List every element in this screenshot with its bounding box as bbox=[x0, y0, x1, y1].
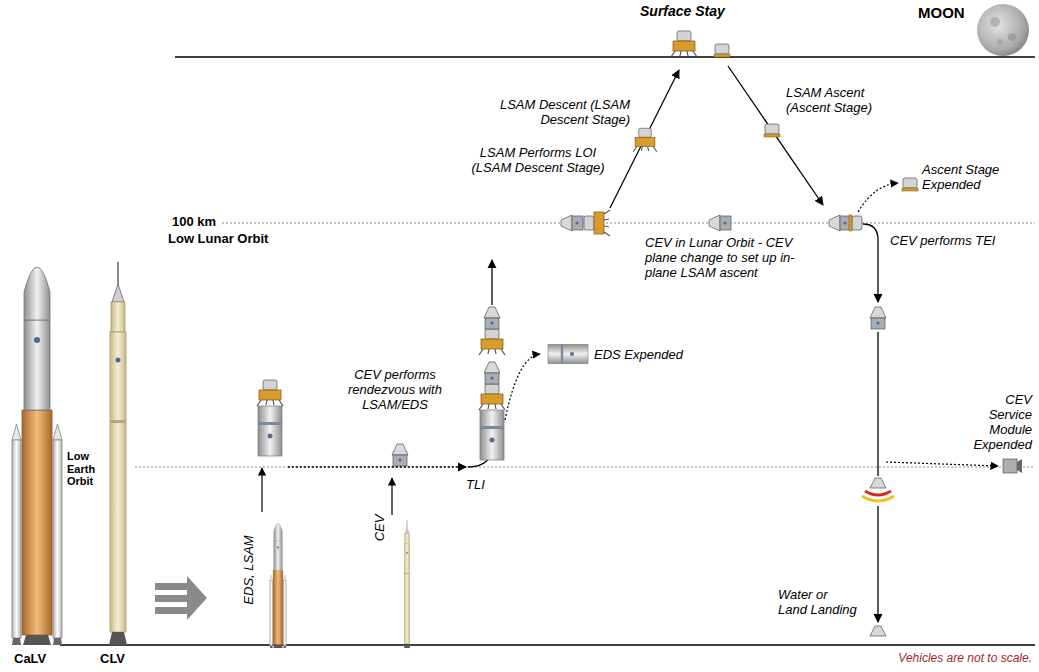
launch-arrow bbox=[262, 468, 263, 512]
cev-icon bbox=[392, 444, 408, 466]
block-arrow bbox=[187, 576, 207, 620]
calv-rocket bbox=[12, 267, 62, 645]
moon-icon bbox=[997, 39, 1003, 45]
phase-label: LSAM Performs LOI (LSAM Descent Stage) bbox=[468, 146, 608, 176]
trajectory-arrow bbox=[863, 224, 878, 302]
lunar-orbit-line bbox=[222, 223, 1035, 224]
expended-arrow bbox=[505, 354, 540, 420]
expended-arrow bbox=[858, 183, 898, 212]
trajectory-arrow bbox=[610, 70, 679, 208]
expended-arrow bbox=[505, 354, 540, 420]
trajectory-arrow bbox=[877, 506, 878, 622]
trajectory-arrow bbox=[863, 224, 878, 302]
orbit-name: Low Lunar Orbit bbox=[168, 232, 268, 247]
phase-label: LSAM Descent (LSAM Descent Stage) bbox=[490, 98, 630, 128]
ascent-stage-icon bbox=[714, 44, 730, 57]
calv-rocket-small bbox=[270, 523, 287, 648]
clv-rocket-small bbox=[404, 520, 410, 648]
event-label: Water or Land Landing bbox=[778, 588, 860, 618]
ground-line bbox=[60, 644, 1035, 645]
trajectory-arrow bbox=[491, 260, 492, 305]
phase-label: LSAM Ascent (Ascent Stage) bbox=[786, 86, 886, 116]
lsam-icon bbox=[584, 210, 610, 236]
service-module-icon bbox=[1003, 459, 1017, 473]
place-label: Surface Stay bbox=[640, 3, 725, 19]
body-label: MOON bbox=[918, 4, 965, 21]
event-label: EDS Expended bbox=[594, 348, 683, 363]
block-arrow bbox=[155, 583, 187, 590]
lsam-icon bbox=[257, 380, 283, 406]
maneuver-label: TLI bbox=[466, 478, 485, 493]
vehicle-name: CaLV bbox=[14, 652, 46, 667]
trajectory-line bbox=[877, 332, 878, 476]
ascent-stage-icon bbox=[764, 124, 780, 137]
expended-arrow bbox=[858, 183, 898, 212]
moon-surface-line bbox=[175, 56, 1035, 57]
moon-icon bbox=[977, 4, 1029, 56]
lsam-icon bbox=[633, 128, 656, 151]
phase-label: CEV in Lunar Orbit - CEV plane change to… bbox=[645, 236, 795, 281]
landing-capsule bbox=[870, 626, 886, 636]
rendezvous-path bbox=[288, 445, 492, 467]
moon-icon bbox=[1008, 33, 1016, 41]
reentry-capsule bbox=[865, 491, 891, 495]
expended-arrow bbox=[886, 462, 998, 466]
trajectory-arrow bbox=[610, 70, 679, 208]
phase-label: CEV performs TEI bbox=[890, 234, 995, 249]
cev-icon bbox=[561, 215, 583, 231]
reentry-capsule bbox=[870, 478, 886, 488]
note: Vehicles are not to scale. bbox=[862, 652, 1032, 666]
trajectory-arrow bbox=[878, 506, 879, 622]
launch-arrow bbox=[391, 478, 392, 515]
lsam-icon bbox=[479, 329, 505, 355]
launch-label: CEV bbox=[373, 515, 388, 542]
service-module-icon bbox=[1003, 459, 1022, 473]
ground-line bbox=[60, 645, 1035, 646]
block-arrow bbox=[155, 576, 207, 620]
event-label: Ascent Stage Expended bbox=[922, 163, 1017, 193]
launch-arrow bbox=[261, 468, 262, 512]
eds-icon bbox=[480, 410, 504, 460]
moon-icon bbox=[990, 17, 1000, 27]
cev-icon bbox=[709, 215, 731, 231]
eds-icon bbox=[548, 344, 588, 363]
block-arrow bbox=[155, 607, 187, 614]
lunar-orbit-line bbox=[222, 222, 1035, 223]
landing-capsule bbox=[870, 626, 886, 636]
launch-label: EDS, LSAM bbox=[242, 535, 257, 604]
cev-icon bbox=[484, 362, 500, 384]
lsam-icon bbox=[479, 384, 505, 410]
eds-icon bbox=[258, 406, 282, 456]
cev-icon bbox=[870, 307, 886, 329]
reentry-capsule bbox=[862, 478, 894, 501]
moon-icon bbox=[977, 4, 1029, 56]
clv-rocket bbox=[109, 262, 127, 645]
vehicle-name: CLV bbox=[100, 652, 125, 667]
orbit-altitude: 100 km bbox=[172, 215, 216, 230]
earth-orbit-line bbox=[135, 467, 1035, 468]
phase-label: CEV performs rendezvous with LSAM/EDS bbox=[345, 368, 445, 413]
expended-arrow bbox=[886, 462, 998, 466]
orbit-name: Low Earth Orbit bbox=[67, 450, 103, 488]
reentry-capsule bbox=[862, 496, 894, 501]
lsam-icon bbox=[671, 31, 697, 57]
moon-surface-line bbox=[175, 57, 1035, 58]
event-label: CEV Service Module Expended bbox=[964, 393, 1032, 453]
block-arrow bbox=[155, 595, 187, 602]
earth-orbit-line bbox=[135, 466, 1035, 467]
service-module-icon bbox=[1017, 459, 1022, 473]
launch-arrow bbox=[392, 478, 393, 515]
trajectory-arrow bbox=[492, 260, 493, 305]
cev-icon bbox=[829, 215, 851, 231]
rendezvous-path bbox=[288, 466, 466, 467]
ascent-stage-icon bbox=[849, 215, 862, 231]
ascent-stage-icon bbox=[902, 178, 918, 191]
cev-icon bbox=[484, 307, 500, 329]
trajectory-line bbox=[878, 332, 879, 476]
